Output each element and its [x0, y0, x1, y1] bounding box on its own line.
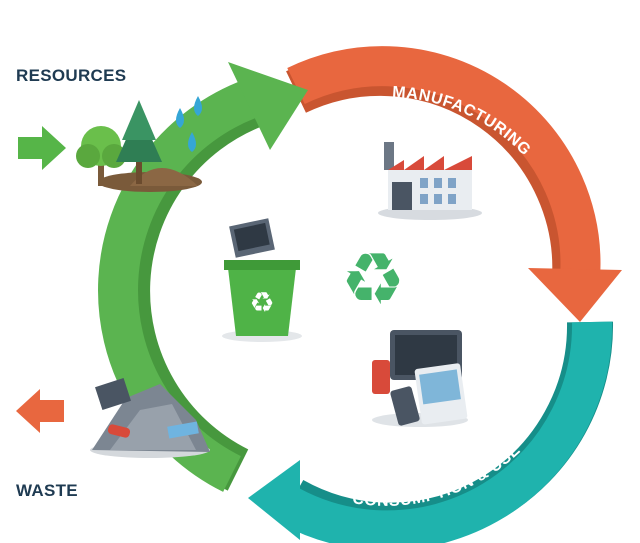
recycle-bin-icon: ♻ — [222, 218, 302, 342]
electronics-icon — [372, 330, 468, 427]
manufacturing-arrow — [286, 46, 622, 322]
consumption-use-arrow — [248, 321, 614, 543]
waste-pile-icon — [90, 377, 210, 458]
input-arrow — [18, 126, 66, 170]
factory-icon — [378, 142, 482, 220]
recycle-symbol-icon: ♻ — [341, 237, 406, 321]
recycling-label: RECYCLING — [169, 244, 193, 349]
waste-label: WASTE — [16, 481, 78, 500]
svg-text:♻: ♻ — [341, 237, 406, 321]
svg-text:♻: ♻ — [249, 286, 274, 319]
output-arrow — [16, 389, 64, 433]
recycling-label-path: RECYCLING — [169, 244, 192, 349]
resources-label: RESOURCES — [16, 66, 127, 85]
water-drops-icon — [176, 96, 202, 152]
trees-icon — [76, 100, 202, 192]
